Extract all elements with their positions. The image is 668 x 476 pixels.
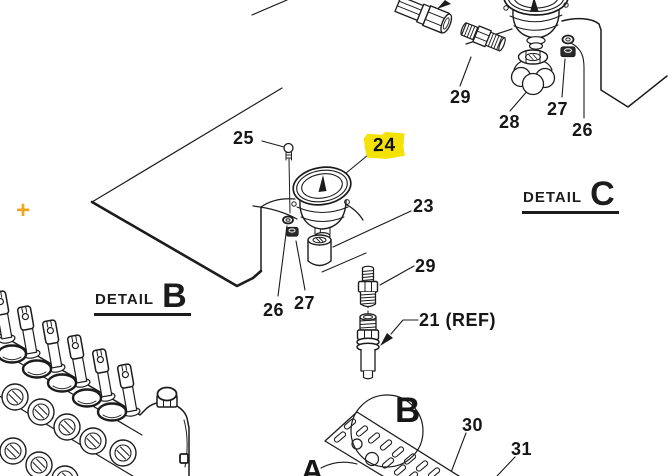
- part-label-23[interactable]: 23: [413, 196, 435, 216]
- highlighted-part-label-24[interactable]: 24: [364, 131, 406, 159]
- gauge-c: [503, 0, 569, 50]
- part-label-29-mid[interactable]: 29: [415, 256, 437, 276]
- washer-26-c: [561, 34, 575, 45]
- detail-c-word: DETAIL: [523, 189, 583, 207]
- fitting-29-mid: [357, 265, 379, 308]
- callout-letter-a: A: [301, 453, 324, 476]
- leader-lines: [261, 42, 585, 476]
- valve-assembly: [0, 289, 190, 476]
- part-label-31[interactable]: 31: [511, 439, 533, 459]
- snubber-23: [307, 234, 332, 267]
- callout-letter-b: B: [395, 391, 421, 430]
- part-label-26-mid[interactable]: 26: [263, 300, 285, 320]
- detail-b-word: DETAIL: [95, 291, 155, 309]
- nut-27-c: [560, 46, 576, 58]
- part-label-27-mid[interactable]: 27: [294, 293, 316, 313]
- part-label-25[interactable]: 25: [233, 128, 255, 148]
- detail-b-letter: B: [162, 277, 187, 315]
- part-label-30[interactable]: 30: [462, 415, 484, 435]
- plate-30: [324, 411, 461, 476]
- tee-fitting-28: [510, 49, 556, 96]
- part-label-27-c[interactable]: 27: [547, 99, 569, 119]
- detail-c-panel-outline: [465, 17, 668, 108]
- detail-c-letter: C: [590, 175, 615, 213]
- nut-27-mid: [285, 226, 299, 237]
- part-label-26-c[interactable]: 26: [572, 120, 594, 140]
- arrow-markers: [380, 0, 451, 346]
- pressure-gauge-24: [291, 166, 352, 246]
- washer-26-mid: [282, 215, 294, 225]
- panel-outline: [90, 0, 364, 288]
- callout-circle-b: [350, 394, 424, 468]
- part-label-29-c[interactable]: 29: [450, 87, 472, 107]
- part-label-21-ref[interactable]: 21 (REF): [419, 310, 497, 330]
- part-label-24: 24: [372, 134, 397, 156]
- crosshair-marker: +: [16, 197, 31, 224]
- detail-b-heading: DETAIL B: [94, 277, 191, 317]
- part-label-28[interactable]: 28: [499, 112, 521, 132]
- nipple-29-c: [460, 22, 506, 52]
- screw-25: [283, 142, 294, 214]
- adapter-21-ref: [356, 313, 380, 380]
- hose-fitting-c: [394, 0, 453, 34]
- detail-c-heading: DETAIL C: [522, 175, 619, 215]
